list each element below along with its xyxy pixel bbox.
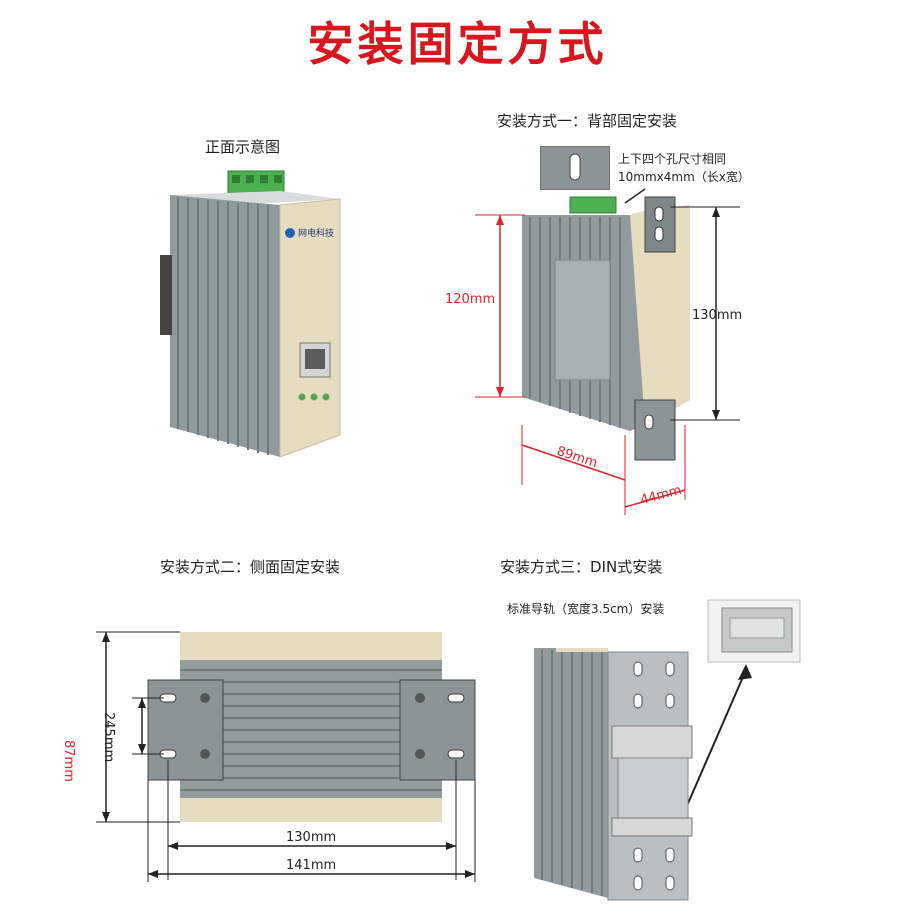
method3-caption: 安装方式三：DIN式安装 (500, 558, 663, 576)
method3-illustration (534, 599, 801, 901)
dim-height-label: 87mm (61, 740, 76, 782)
method1-caption: 安装方式一：背部固定安装 (497, 112, 678, 130)
side-bracket-right (399, 679, 476, 781)
pointer-arrow (685, 669, 747, 809)
front-panel (279, 198, 341, 458)
brand-logo-icon (285, 228, 295, 238)
din-rail (611, 725, 693, 759)
led-indicator (322, 393, 330, 401)
dim-line-depth (521, 444, 626, 481)
dim-outer-label: 141mm (286, 858, 337, 873)
page-title: 安装固定方式 (307, 17, 608, 71)
method2-caption: 安装方式二：侧面固定安装 (160, 558, 341, 576)
dim-inner-label: 130mm (286, 830, 337, 845)
hole-note-line1: 上下四个孔尺寸相同 (618, 152, 727, 166)
terminal-block (569, 196, 617, 214)
dim-bracket-label: 130mm (692, 308, 743, 323)
rail-note: 标准导轨（宽度3.5cm）安装 (507, 602, 665, 616)
bracket-detail-illustration (540, 146, 610, 190)
led-indicator (298, 393, 306, 401)
hole-note-line2: 10mmx4mm（长x宽） (618, 170, 750, 184)
device-body (170, 195, 280, 457)
front-view-caption: 正面示意图 (205, 138, 281, 156)
mounting-hole (569, 153, 581, 181)
method1-illustration (475, 188, 740, 515)
method2-illustration (96, 631, 476, 882)
dim-line-width (624, 489, 686, 508)
front-view-illustration: 网电科技 (160, 170, 341, 458)
led-indicator (310, 393, 318, 401)
brand-name: 网电科技 (298, 227, 334, 239)
side-bracket-left (147, 679, 224, 781)
dim-holes-label: 245mm (101, 712, 116, 763)
dim-height-label: 120mm (445, 292, 496, 307)
back-bracket-bottom (634, 399, 676, 461)
back-bracket-top (644, 196, 676, 253)
